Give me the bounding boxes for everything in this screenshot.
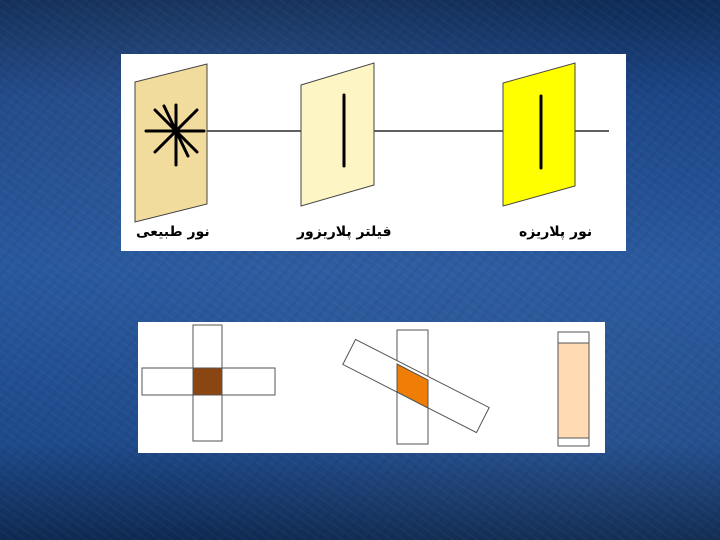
polarization-diagram-panel: نور طبیعی فیلتر پلاریزور نور پلاریزه — [121, 54, 626, 251]
polarizer-overlap-diagram — [141, 324, 590, 447]
crossed-overlap-dark — [192, 367, 223, 396]
crossed-polarizers — [141, 324, 276, 442]
parallel-polarizers — [557, 331, 590, 447]
polarizer-filter-plate — [300, 62, 375, 207]
unpolarized-light-symbol — [144, 103, 206, 167]
angled-polarizers — [342, 329, 490, 445]
polarization-diagram — [134, 62, 609, 223]
natural-light-plate — [134, 63, 208, 223]
angled-overlap-orange — [396, 363, 429, 409]
polarized-light-plate — [502, 62, 576, 207]
natural-light-label: نور طبیعی — [136, 224, 210, 240]
parallel-overlap-light — [557, 342, 590, 439]
polarizer-overlap-panel — [138, 322, 605, 453]
polarizer-filter-label: فیلتر پلاریزور — [297, 224, 392, 240]
polarized-light-label: نور پلاریزه — [519, 224, 593, 240]
